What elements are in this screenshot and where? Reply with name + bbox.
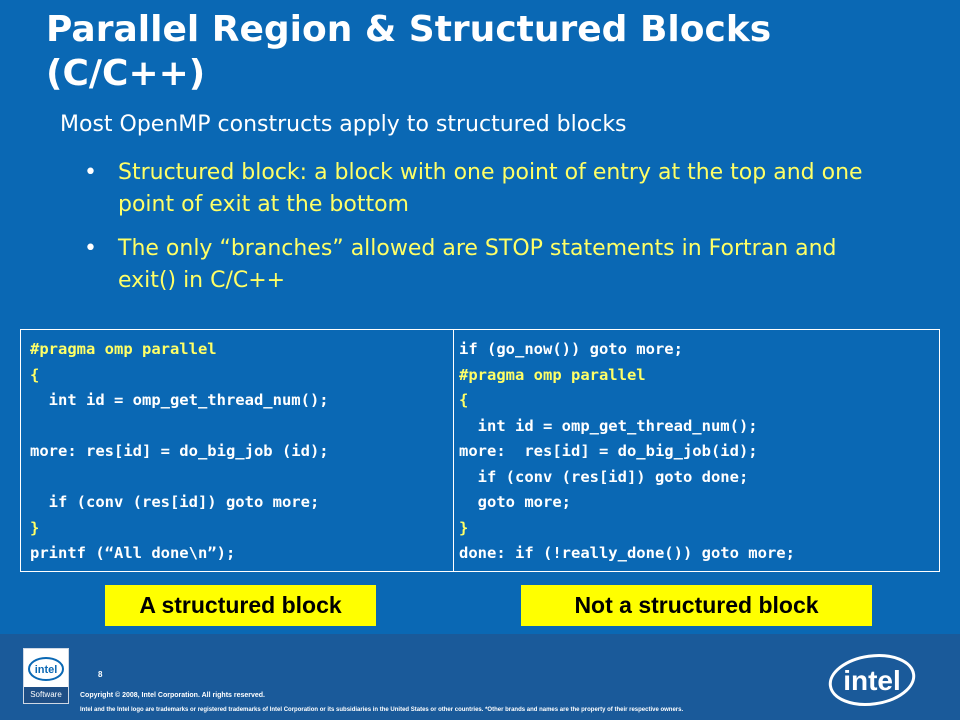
code-line: } bbox=[459, 518, 469, 537]
software-logo-mark: intel bbox=[35, 664, 58, 676]
bullet-icon: • bbox=[84, 160, 97, 185]
slide-title: Parallel Region & Structured Blocks (C/C… bbox=[46, 9, 772, 94]
bullet-icon: • bbox=[84, 236, 97, 261]
software-logo-text: Software bbox=[24, 687, 68, 703]
structured-block-caption: A structured block bbox=[105, 585, 376, 626]
code-line: if (go_now()) goto more; bbox=[459, 340, 683, 358]
copyright-text: Copyright © 2008, Intel Corporation. All… bbox=[80, 692, 265, 699]
code-line: #pragma omp parallel bbox=[30, 340, 217, 358]
bullet-text: Structured block: a block with one point… bbox=[118, 160, 863, 217]
intel-software-logo: intel Software bbox=[23, 648, 69, 704]
code-line: if (conv (res[id]) goto more; bbox=[30, 493, 320, 511]
code-line: goto more; bbox=[459, 493, 571, 511]
intro-text: Most OpenMP constructs apply to structur… bbox=[60, 112, 627, 137]
code-line: } bbox=[30, 518, 40, 537]
code-line: { bbox=[30, 365, 40, 384]
bullet-text: The only “branches” allowed are STOP sta… bbox=[118, 236, 837, 293]
intel-logo-text: intel bbox=[843, 665, 901, 696]
trademark-text: Intel and the Intel logo are trademarks … bbox=[80, 707, 684, 713]
code-line: int id = omp_get_thread_num(); bbox=[30, 391, 329, 409]
code-line: more: res[id] = do_big_job(id); bbox=[459, 442, 758, 460]
code-line: if (conv (res[id]) goto done; bbox=[459, 467, 749, 486]
code-line bbox=[30, 414, 445, 440]
code-line: more: res[id] = do_big_job (id); bbox=[30, 442, 329, 460]
bullet-item: • The only “branches” allowed are STOP s… bbox=[80, 233, 880, 297]
code-line: printf (“All done\n”); bbox=[30, 544, 236, 562]
code-line: done: if (!really_done()) goto more; bbox=[459, 544, 795, 562]
bullet-list: • Structured block: a block with one poi… bbox=[80, 157, 880, 309]
unstructured-code-column: if (go_now()) goto more; #pragma omp par… bbox=[454, 330, 939, 571]
page-number: 8 bbox=[98, 670, 103, 679]
intel-software-mark-icon: intel bbox=[28, 657, 64, 681]
bullet-item: • Structured block: a block with one poi… bbox=[80, 157, 880, 221]
code-line: { bbox=[459, 391, 469, 409]
code-line: int id = omp_get_thread_num(); bbox=[459, 416, 758, 435]
not-structured-block-caption: Not a structured block bbox=[521, 585, 872, 626]
footer-bar bbox=[0, 634, 960, 720]
structured-code-column: #pragma omp parallel { int id = omp_get_… bbox=[21, 330, 454, 571]
code-line bbox=[30, 465, 445, 491]
code-line: #pragma omp parallel bbox=[459, 365, 646, 384]
code-comparison-table: #pragma omp parallel { int id = omp_get_… bbox=[20, 329, 940, 572]
intel-logo-icon: intel bbox=[828, 654, 916, 706]
